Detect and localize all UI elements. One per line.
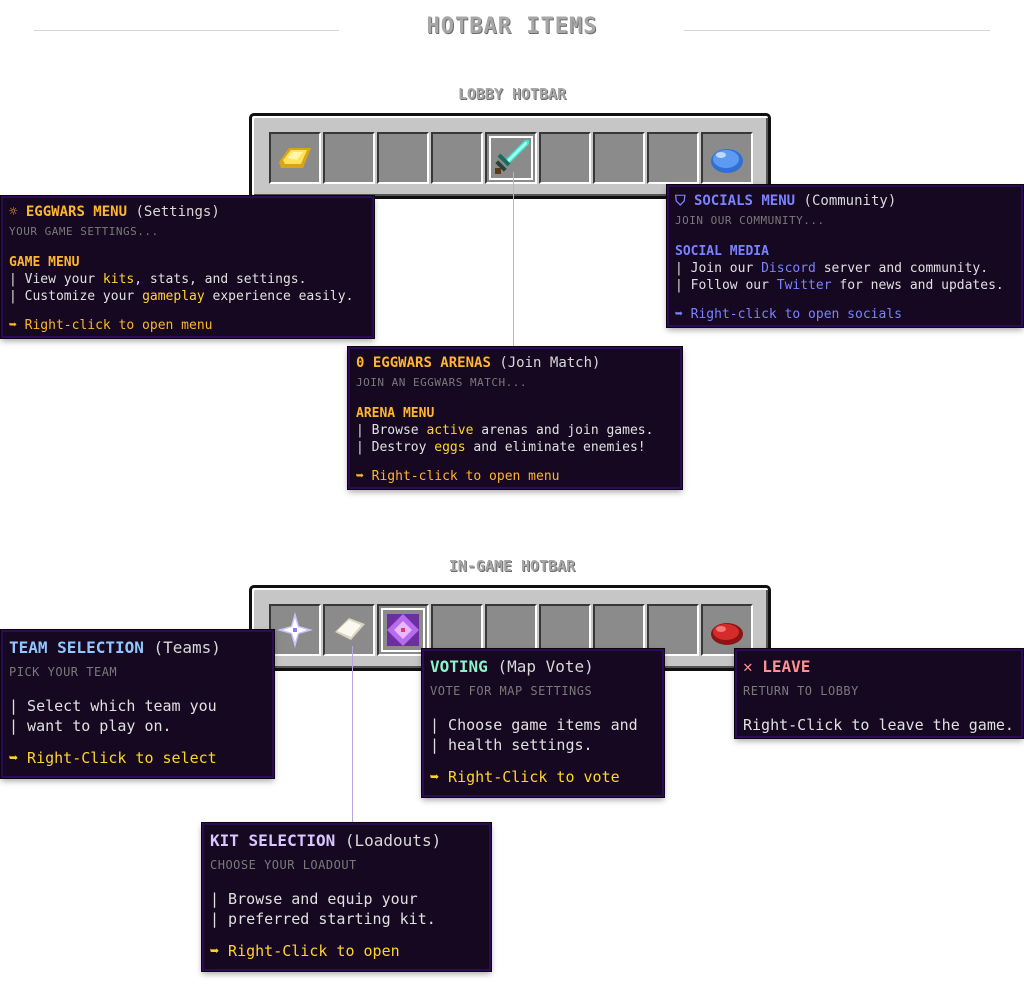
tooltip-paren: (Join Match) <box>499 355 601 371</box>
tooltip-paren: (Map Vote) <box>497 657 594 676</box>
title-rule-left <box>34 30 339 31</box>
ingame-slot-5[interactable] <box>485 604 537 656</box>
sun-icon: ☼ <box>9 204 18 220</box>
tooltip-line: | Choose game items and <box>430 716 638 734</box>
lobby-slot-2[interactable] <box>323 132 375 184</box>
tooltip-action: ➥ Right-click to open socials <box>675 307 902 322</box>
tooltip-action: ➥ Right-Click to select <box>9 749 217 767</box>
tooltip-title: VOTING <box>430 657 488 676</box>
tooltip-action: ➥ Right-Click to open <box>210 942 400 960</box>
ingame-slot-9[interactable] <box>701 604 753 656</box>
kit-selection-tooltip: KIT SELECTION (Loadouts) CHOOSE YOUR LOA… <box>202 823 491 971</box>
lobby-slot-3[interactable] <box>377 132 429 184</box>
tooltip-line: | Browse active arenas and join games. <box>356 423 654 438</box>
eggwars-arenas-tooltip: 0 EGGWARS ARENAS (Join Match) JOIN AN EG… <box>348 347 682 489</box>
tooltip-title: EGGWARS MENU <box>25 204 128 220</box>
tooltip-line: | Join our Discord server and community. <box>675 261 989 276</box>
tooltip-subtitle: JOIN OUR COMMUNITY... <box>675 214 825 227</box>
ingame-slot-6[interactable] <box>539 604 591 656</box>
lobby-hotbar-title: LOBBY HOTBAR <box>457 85 567 103</box>
white-item-icon <box>335 618 365 640</box>
tooltip-paren: (Settings) <box>135 204 220 220</box>
tooltip-line: | want to play on. <box>9 717 172 735</box>
tooltip-subtitle: VOTE FOR MAP SETTINGS <box>430 684 593 698</box>
gold-ingot-icon <box>279 148 311 168</box>
tooltip-section: GAME MENU <box>9 255 80 270</box>
page-title: HOTBAR ITEMS <box>426 14 598 39</box>
ingame-slot-4[interactable] <box>431 604 483 656</box>
tooltip-subtitle: RETURN TO LOBBY <box>743 684 859 698</box>
ingame-hotbar-title: IN-GAME HOTBAR <box>448 557 576 575</box>
lobby-slot-7[interactable] <box>593 132 645 184</box>
leave-tooltip: ✕ LEAVE RETURN TO LOBBY Right-Click to l… <box>735 649 1023 738</box>
ingame-slot-1[interactable] <box>269 604 321 656</box>
nether-star-icon <box>277 612 313 648</box>
tooltip-subtitle: CHOOSE YOUR LOADOUT <box>210 858 357 872</box>
team-selection-tooltip: TEAM SELECTION (Teams) PICK YOUR TEAM | … <box>1 630 274 778</box>
kit-connector-line <box>352 646 353 824</box>
tooltip-line: | Select which team you <box>9 697 217 715</box>
tooltip-line: | View your kits, stats, and settings. <box>9 272 307 287</box>
tooltip-paren: (Teams) <box>153 638 221 657</box>
lobby-slot-4[interactable] <box>431 132 483 184</box>
tooltip-section: ARENA MENU <box>356 406 435 421</box>
tooltip-subtitle: JOIN AN EGGWARS MATCH... <box>356 376 527 389</box>
lobby-slot-9[interactable] <box>701 132 753 184</box>
purple-crystal-icon <box>387 614 419 646</box>
lobby-slot-6[interactable] <box>539 132 591 184</box>
tooltip-line: | Browse and equip your <box>210 890 418 908</box>
tooltip-subtitle: YOUR GAME SETTINGS... <box>9 225 159 238</box>
tooltip-line: | health settings. <box>430 736 593 754</box>
egg-icon: 0 <box>356 355 365 371</box>
lobby-slot-8[interactable] <box>647 132 699 184</box>
tooltip-line: | Follow our Twitter for news and update… <box>675 278 1004 293</box>
tooltip-subtitle: PICK YOUR TEAM <box>9 665 118 679</box>
tooltip-line: | Customize your gameplay experience eas… <box>9 289 354 304</box>
eggwars-menu-tooltip: ☼ EGGWARS MENU (Settings) YOUR GAME SETT… <box>1 196 374 338</box>
title-rule-right <box>684 30 990 31</box>
tooltip-title: KIT SELECTION <box>210 831 336 850</box>
ingame-slot-8[interactable] <box>647 604 699 656</box>
chat-icon: ⛉ <box>675 193 686 209</box>
ingame-slot-3[interactable] <box>377 604 429 656</box>
tooltip-action: ➥ Right-click to open menu <box>9 318 213 333</box>
tooltip-title: TEAM SELECTION <box>9 638 144 657</box>
voting-tooltip: VOTING (Map Vote) VOTE FOR MAP SETTINGS … <box>422 649 664 797</box>
tooltip-section: SOCIAL MEDIA <box>675 244 769 259</box>
lobby-slot-5[interactable] <box>485 132 537 184</box>
diamond-sword-icon <box>495 140 529 174</box>
socials-menu-tooltip: ⛉ SOCIALS MENU (Community) JOIN OUR COMM… <box>667 185 1023 327</box>
tooltip-action: ➥ Right-click to open menu <box>356 469 560 484</box>
arenas-connector-line <box>513 172 514 348</box>
tooltip-title: ✕ LEAVE <box>743 657 811 676</box>
tooltip-paren: (Loadouts) <box>344 831 442 850</box>
lobby-slot-1[interactable] <box>269 132 321 184</box>
tooltip-line: Right-Click to leave the game. <box>743 716 1014 734</box>
tooltip-action: ➥ Right-Click to vote <box>430 768 620 786</box>
tooltip-title: SOCIALS MENU <box>693 193 796 209</box>
red-bed-icon <box>711 623 743 645</box>
tooltip-paren: (Community) <box>803 193 897 209</box>
tooltip-line: | preferred starting kit. <box>210 910 436 928</box>
ingame-slot-2[interactable] <box>323 604 375 656</box>
lobby-hotbar <box>249 113 771 199</box>
tooltip-line: | Destroy eggs and eliminate enemies! <box>356 440 646 455</box>
tooltip-title: EGGWARS ARENAS <box>372 355 491 371</box>
slimeball-icon <box>711 149 743 173</box>
